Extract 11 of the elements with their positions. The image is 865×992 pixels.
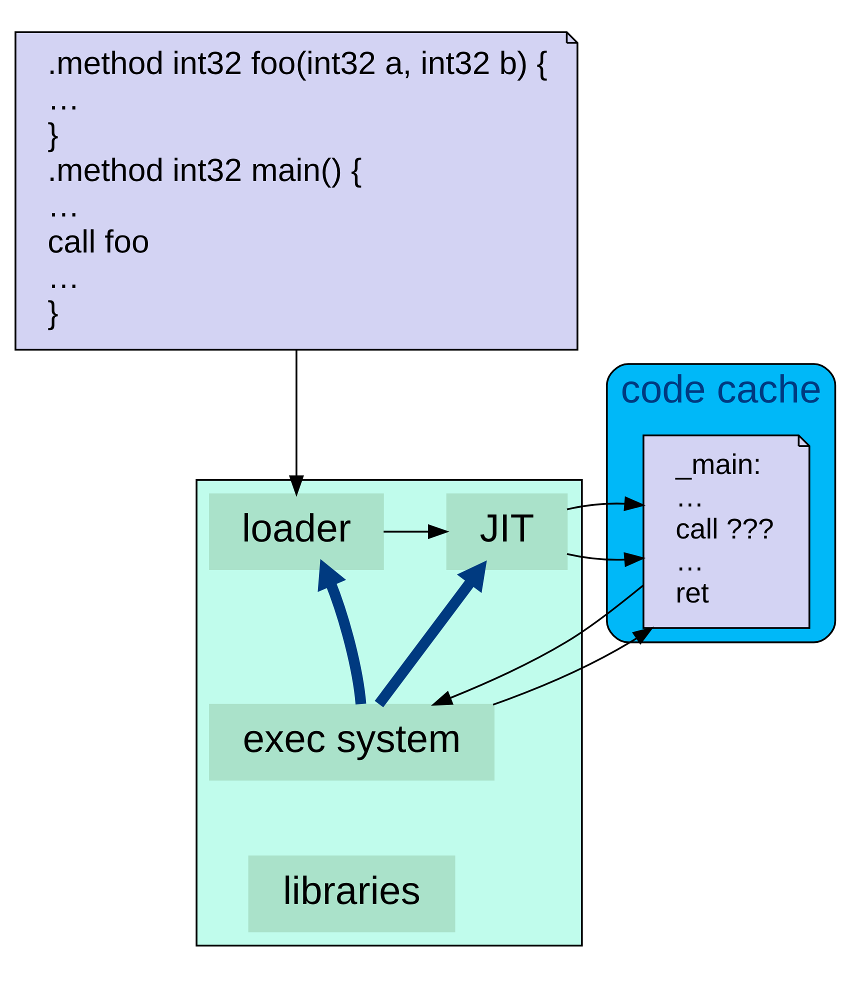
arrow	[492, 626, 654, 706]
arrow	[430, 584, 644, 706]
node-box: loader	[209, 493, 384, 570]
arrow	[384, 524, 450, 540]
arrow	[288, 350, 304, 497]
node-box: libraries	[248, 856, 456, 932]
node-box: JIT	[446, 493, 568, 570]
arrow	[318, 558, 366, 705]
node-box: exec system	[209, 704, 494, 781]
arrow	[374, 560, 487, 708]
cluster	[196, 479, 583, 946]
